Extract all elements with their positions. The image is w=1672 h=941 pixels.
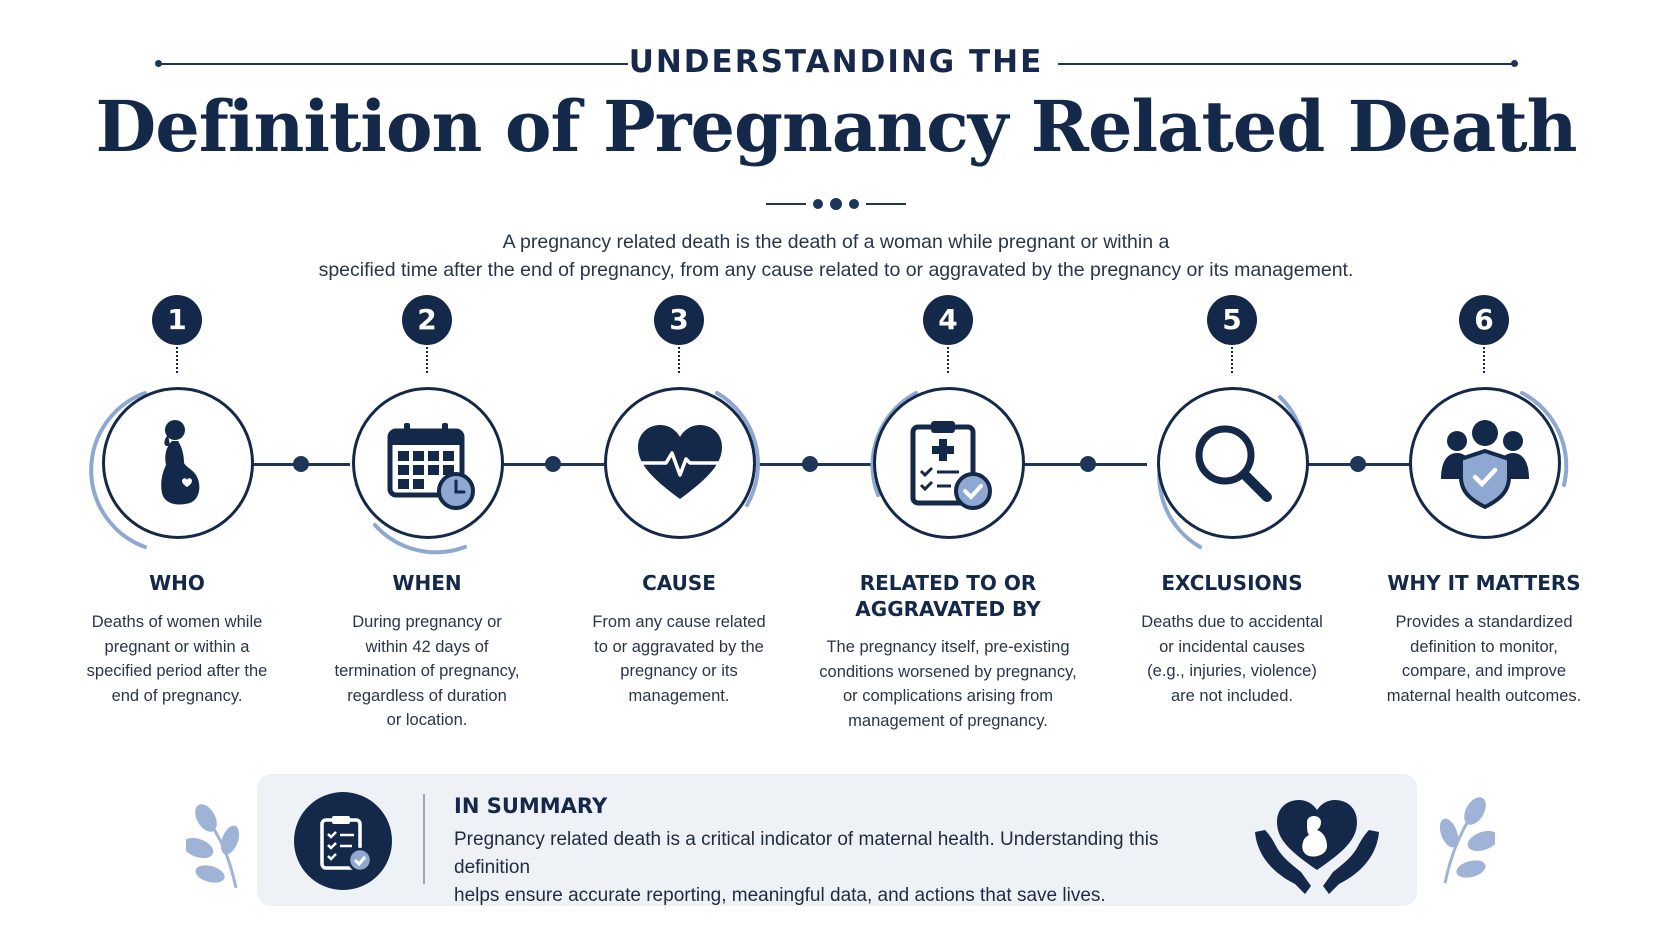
step-label: EXCLUSIONS — [1161, 571, 1303, 595]
step-description: Provides a standardized definition to mo… — [1386, 613, 1582, 705]
intro-text: A pregnancy related death is the death o… — [236, 228, 1436, 284]
summary-panel: IN SUMMARY Pregnancy related death is a … — [257, 774, 1417, 906]
step-number: 4 — [923, 295, 973, 345]
kicker-line-left — [155, 60, 628, 67]
connector-dot-2 — [545, 456, 561, 472]
summary-title: IN SUMMARY — [454, 794, 608, 818]
magnifier-icon — [1195, 425, 1272, 502]
step-icon-ring — [873, 387, 1025, 539]
step-stem — [678, 347, 680, 373]
connector-dot-1 — [293, 456, 309, 472]
page-title: Definition of Pregnancy Related Death — [95, 85, 1578, 168]
kicker-text: UNDERSTANDING THE — [628, 44, 1044, 80]
checklist-icon — [320, 816, 372, 872]
step-label: WHO — [149, 571, 205, 595]
step-description: From any cause related to or aggravated … — [592, 613, 766, 705]
people-shield-icon — [1441, 420, 1529, 510]
step-accent-arc — [715, 391, 760, 507]
summary-text: Pregnancy related death is a critical in… — [454, 829, 1159, 906]
step-icon-ring — [1409, 387, 1561, 539]
step-number: 5 — [1207, 295, 1257, 345]
step-stem — [947, 347, 949, 373]
hands-heart-mother-icon — [1255, 800, 1379, 894]
step-stem — [1483, 347, 1485, 373]
connector-dot-5 — [1350, 456, 1366, 472]
kicker-line-right — [1058, 60, 1518, 67]
calendar-clock-icon — [387, 423, 475, 510]
step-number: 2 — [402, 295, 452, 345]
step-label: WHY IT MATTERS — [1387, 571, 1581, 595]
step-label: RELATED TO OR AGGRAVATED BY — [855, 571, 1041, 621]
step-stem — [1231, 347, 1233, 373]
heart-pulse-icon — [638, 425, 722, 499]
step-stem — [176, 347, 178, 373]
pregnant-woman-icon — [161, 420, 200, 505]
summary-separator — [423, 794, 425, 884]
step-label: CAUSE — [642, 571, 716, 595]
step-accent-arc — [89, 391, 147, 549]
step-label: WHEN — [392, 571, 462, 595]
step-description: Deaths due to accidental or incidental c… — [1141, 613, 1323, 705]
step-description: The pregnancy itself, pre-existing condi… — [819, 638, 1077, 730]
step-description: During pregnancy or within 42 days of te… — [334, 613, 520, 729]
step-number: 6 — [1459, 295, 1509, 345]
step-accent-arc — [1520, 391, 1569, 487]
step-description: Deaths of women while pregnant or within… — [86, 613, 268, 705]
leaf-right-icon — [1439, 797, 1495, 884]
step-stem — [426, 347, 428, 373]
step-icon-ring — [352, 387, 504, 539]
leaf-left-icon — [186, 804, 240, 889]
title-divider — [766, 198, 906, 210]
step-number: 1 — [152, 295, 202, 345]
step-icon-ring — [1157, 387, 1309, 539]
step-icon-ring — [604, 387, 756, 539]
intro-line-2: specified time after the end of pregnanc… — [318, 259, 1354, 281]
summary-badge — [294, 792, 392, 890]
connector-dot-3 — [802, 456, 818, 472]
medical-clipboard-icon — [910, 421, 992, 510]
step-number: 3 — [654, 295, 704, 345]
connector-dot-4 — [1080, 456, 1096, 472]
intro-line-1: A pregnancy related death is the death o… — [502, 231, 1170, 253]
step-icon-ring — [102, 387, 254, 539]
